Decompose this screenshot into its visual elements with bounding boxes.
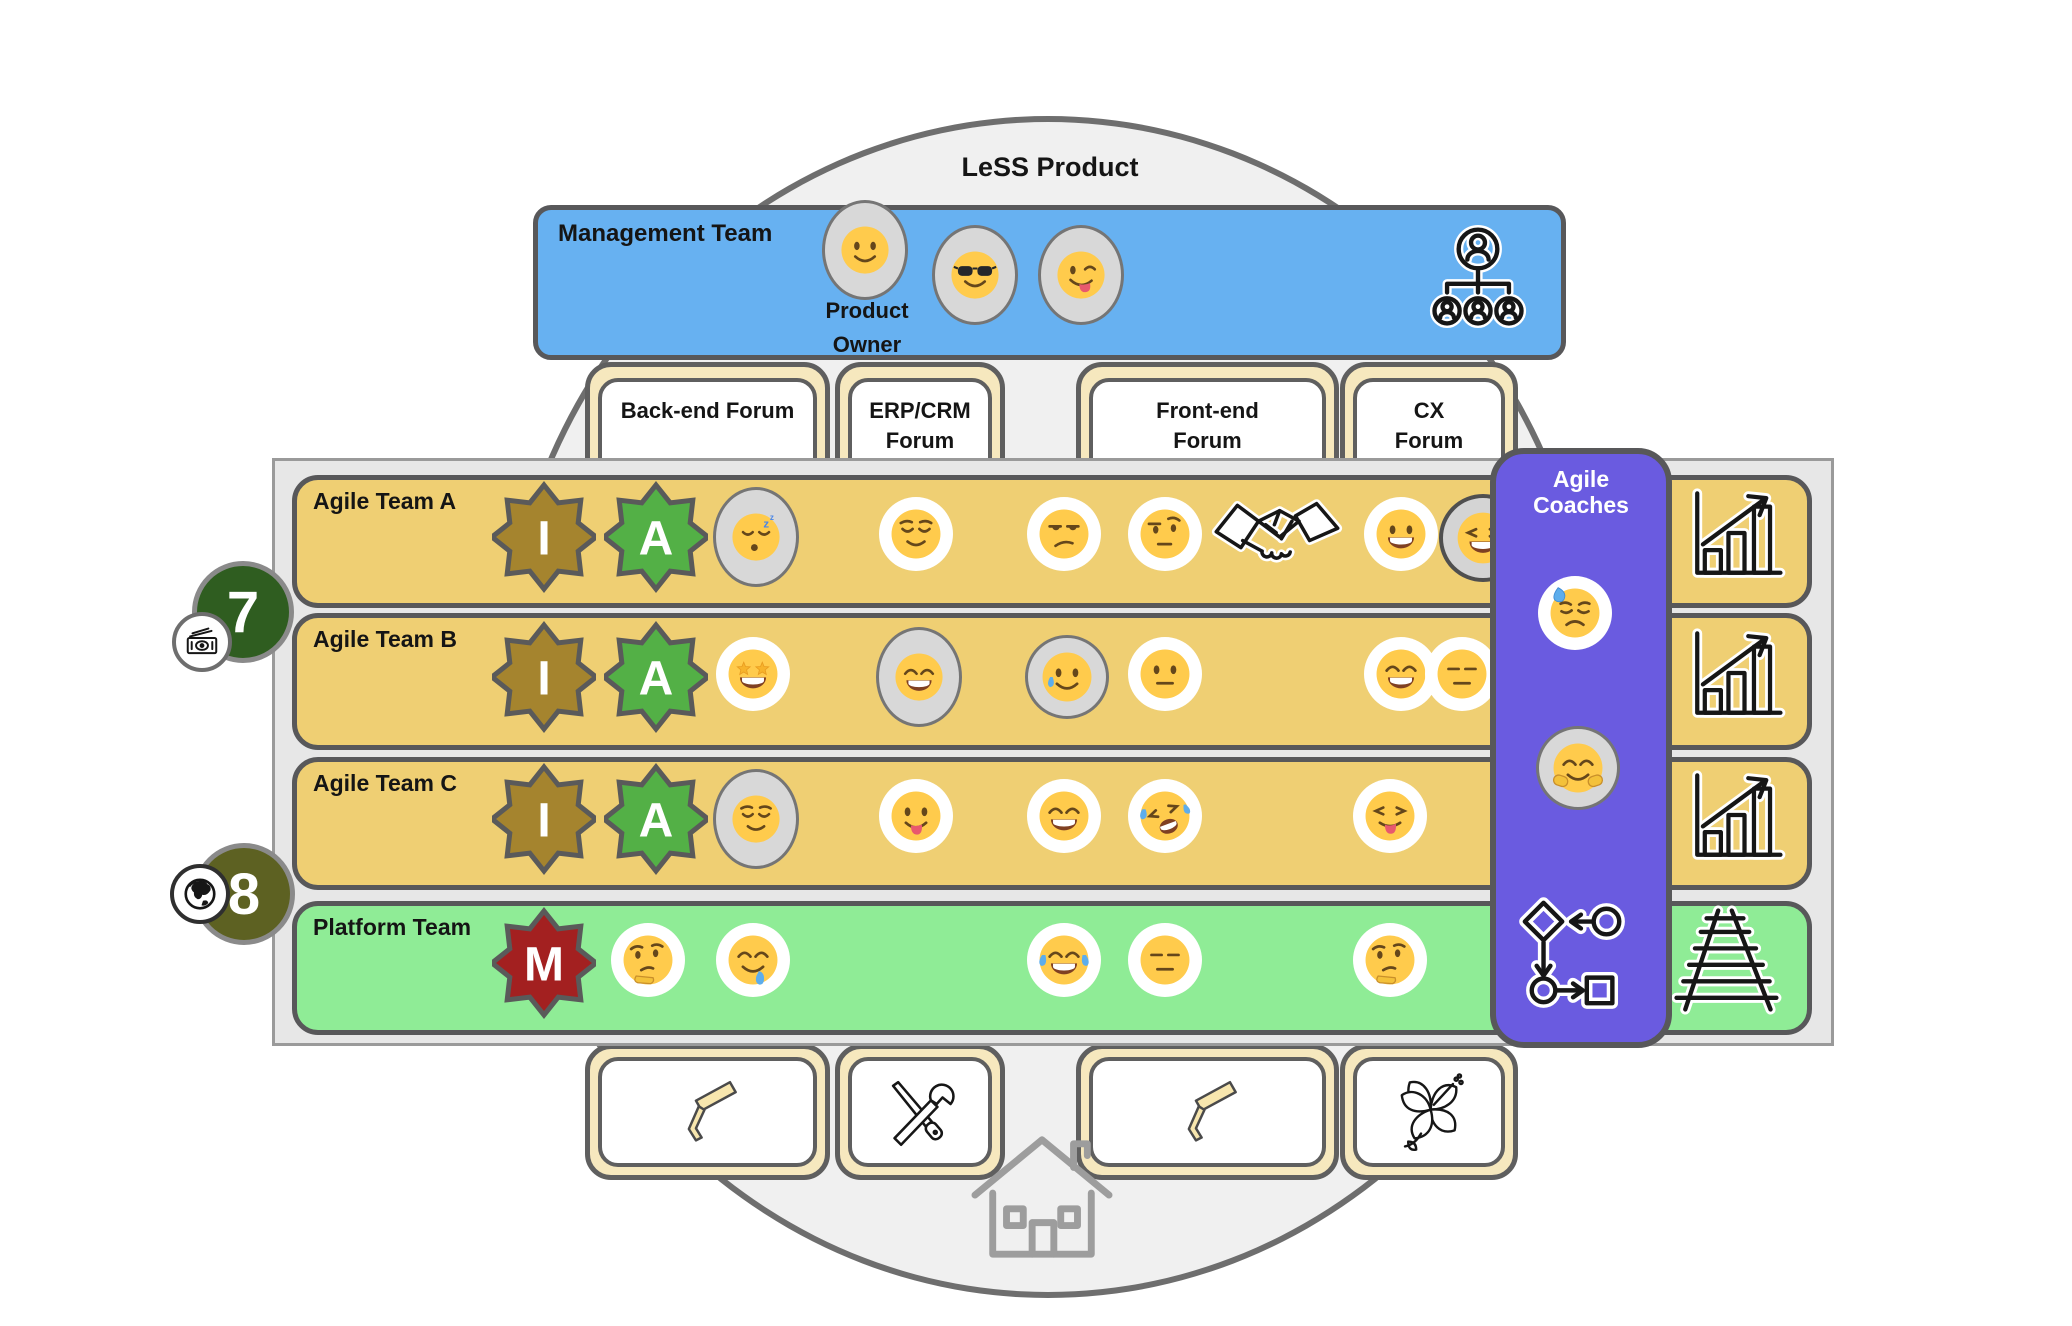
emoji-star-struck xyxy=(716,637,790,711)
forum-icon-box-hibiscus xyxy=(1340,1044,1518,1180)
emoji-relieved xyxy=(879,497,953,571)
emoji-grin-smile-eyes xyxy=(1027,779,1101,853)
svg-text:I: I xyxy=(537,795,550,848)
emoji-neutral xyxy=(1128,637,1202,711)
tools-icon xyxy=(880,1070,960,1154)
paint-roller-icon xyxy=(669,1071,747,1153)
emoji-drooling xyxy=(716,923,790,997)
forum-icon-box-inner xyxy=(848,1057,992,1167)
emoji-slightly-smiling xyxy=(822,200,908,300)
svg-text:I: I xyxy=(537,653,550,706)
emoji-tears-of-joy xyxy=(1027,923,1101,997)
forum-label: Back-end Forum xyxy=(620,398,795,423)
forum-icon-box-paint-roller xyxy=(585,1044,830,1180)
emoji-squint-tongue xyxy=(1353,779,1427,853)
badge-I-star: I xyxy=(492,621,596,733)
svg-text:I: I xyxy=(537,513,550,566)
svg-text:A: A xyxy=(639,653,674,706)
forum-icon-box-inner xyxy=(1353,1057,1505,1167)
paint-roller-icon xyxy=(1169,1071,1247,1153)
globe-icon xyxy=(170,864,230,924)
badge-M-star: M xyxy=(492,907,596,1019)
hibiscus-icon xyxy=(1389,1068,1469,1156)
team-name-label: Agile Team A xyxy=(313,488,457,514)
emoji-sunglasses xyxy=(932,225,1018,325)
growth-chart-icon xyxy=(1684,622,1788,726)
emoji-hugging xyxy=(1536,726,1620,810)
forum-icon-box-paint-roller xyxy=(1076,1044,1339,1180)
growth-chart-icon xyxy=(1684,482,1788,586)
agile-coaches-panel: Agile Coaches xyxy=(1490,448,1672,1048)
agile-coaches-label: Agile Coaches xyxy=(1533,466,1629,519)
org-chart-icon xyxy=(1420,218,1536,336)
forum-label: Front-end Forum xyxy=(1156,398,1259,453)
house-icon xyxy=(962,1128,1122,1266)
svg-text:A: A xyxy=(639,795,674,848)
product-owner-label: Product Owner xyxy=(825,298,909,358)
emoji-rofl xyxy=(1128,779,1202,853)
badge-I-star: I xyxy=(492,763,596,875)
emoji-smiling-tear xyxy=(1025,635,1109,719)
money-icon xyxy=(172,612,232,672)
team-name-label: Agile Team C xyxy=(313,770,457,796)
svg-text:z: z xyxy=(770,513,774,522)
badge-A-star: A xyxy=(604,481,708,593)
svg-text:z: z xyxy=(763,518,769,530)
management-team-label: Management Team xyxy=(558,220,773,247)
handshake-icon xyxy=(1211,494,1343,566)
forum-label: CX Forum xyxy=(1394,398,1464,453)
emoji-unamused xyxy=(1027,497,1101,571)
side-badge-8: 8 xyxy=(193,843,295,945)
team-name-label: Platform Team xyxy=(313,914,472,940)
emoji-downcast-sweat xyxy=(1538,576,1612,650)
svg-text:M: M xyxy=(524,939,564,992)
forum-icon-box-tools xyxy=(835,1044,1005,1180)
emoji-thinking xyxy=(611,923,685,997)
emoji-raised-eyebrow xyxy=(1128,497,1202,571)
emoji-thinking xyxy=(1353,923,1427,997)
team-name-label: Agile Team B xyxy=(313,626,457,652)
side-badge-number: 7 xyxy=(226,579,260,645)
emoji-grinning xyxy=(1364,497,1438,571)
flowchart-icon xyxy=(1516,895,1634,1013)
emoji-wink-tongue xyxy=(1038,225,1124,325)
forum-icon-box-inner xyxy=(1089,1057,1326,1167)
side-badge-number: 8 xyxy=(227,861,261,927)
emoji-relieved xyxy=(713,769,799,869)
svg-text:A: A xyxy=(639,513,674,566)
badge-I-star: I xyxy=(492,481,596,593)
emoji-grin-smile-eyes xyxy=(876,627,962,727)
growth-chart-icon xyxy=(1684,764,1788,868)
forum-icon-box-inner xyxy=(598,1057,817,1167)
badge-A-star: A xyxy=(604,763,708,875)
railway-icon xyxy=(1662,906,1788,1014)
forum-label: ERP/CRM Forum xyxy=(869,398,971,453)
emoji-expressionless xyxy=(1128,923,1202,997)
emoji-tongue-out xyxy=(879,779,953,853)
diagram-title: LeSS Product xyxy=(961,152,1139,182)
emoji-expressionless xyxy=(1425,637,1499,711)
badge-A-star: A xyxy=(604,621,708,733)
